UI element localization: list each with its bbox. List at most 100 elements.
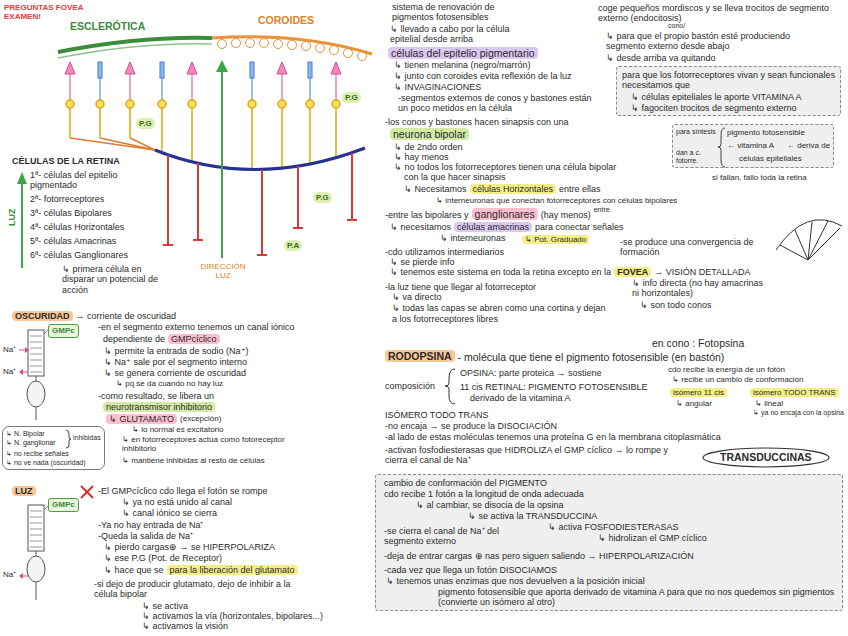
bipolar-cells [309,108,311,163]
note-text: ↳ mantiene inhibidas al resto de células [122,456,265,465]
note-text: → corriente de oscuridad [76,311,177,321]
choroid [246,39,255,48]
note-text: ↳ recibe un cambio de conformación [672,375,804,384]
sclera [58,44,212,58]
photoreceptor-dark [30,342,42,343]
photoreceptor-dark [25,347,29,353]
note-text: COROIDES [258,14,314,26]
box-text: ↳ no ve nada (oscuridad) [6,459,86,467]
ganglion-cells [163,244,173,246]
ganglion-cells [297,166,299,228]
note-text: células amacrinas [454,222,532,232]
note-text: OSCURIDAD [12,311,73,321]
cones [65,62,75,74]
note-text: Na⁺ [3,570,16,579]
note-text: neurotransmisor inhibitorio [103,402,215,412]
converging-lines [70,138,155,150]
note-text: ↳ se pierde info [390,257,455,267]
note-text: ↳ Pot. Graduado [522,235,589,244]
photoreceptor-dark [27,381,45,407]
note-text: LUZ [7,208,17,226]
bipolar-cells [278,100,286,108]
note-box: GMPc [48,324,79,338]
composition-brace [445,369,455,404]
box-text: ← deriva de [787,141,830,150]
convergence-fan [776,220,842,260]
photoreceptor-dark [36,376,37,381]
bipolar-cells [96,100,104,108]
converging-lines [100,138,155,150]
box-text: ↳ tenemos unas enzimas que nos devuelven… [386,576,645,586]
note-text: células del epitelio pigmentario [388,47,538,59]
box-text: ↳ células epiteliales le aporte VITAMINA… [631,92,801,102]
choroid [330,46,339,55]
rods [98,62,102,78]
choroid [316,44,325,53]
note-text: sistema de renovación de pigmentos fotos… [392,2,510,23]
converging-lines [70,138,155,150]
note-text: → VISIÓN DETALLADA [654,267,750,277]
note-text: -los conos y bastones hacen sinapsis con… [385,117,569,127]
bipolar-cells [126,100,134,108]
box-text: ↳ N. Bipolar [6,430,45,438]
choroid [218,40,227,49]
note-text: ↳ ese P.G (Pot. de Receptor) [104,553,222,563]
box-text: para que los fotorreceptores vivan y sea… [622,70,837,91]
photoreceptor-dark [30,354,42,355]
note-text: CÉLULAS DE LA RETINA [12,156,120,166]
cones [331,62,341,74]
photoreceptor-light [30,511,42,512]
rods [98,62,312,100]
note-text: OPSINA: parte proteica → sostiene [460,368,602,378]
note-text: ↳ interneuronas que conectan fotorrecept… [436,196,677,205]
converging-lines [130,138,155,150]
note-text: -en el segmento externo tenemos un canal… [98,322,295,332]
rods [252,78,253,100]
photoreceptor-light [27,556,45,582]
photoreceptor-dark [19,369,23,375]
box-text: ← vitamina A [727,141,774,150]
note-text: entre ellas [559,184,601,194]
note-text: -al lado de estas moléculas tenemos una … [385,432,721,442]
note-text: ↳ en fotorreceptores actúa como fotorece… [122,435,287,453]
photoreceptor-dark [30,360,42,361]
note-text: -no encaja → se produce la DISOCIACIÓN [385,421,557,431]
note-text: ↳ hay menos [394,152,449,162]
note-text: ↳ lo normal es excitatorio [132,425,223,434]
note-text: -entre las bipolares y [385,210,469,220]
box-text: pigmento fotosensible que aporta derivad… [438,587,838,608]
note-text: ↳ desde arriba va quitando [606,53,716,63]
note-text: ↳ primera célula en disparar un potencia… [62,264,174,295]
note-text: P.A [284,240,302,251]
photoreceptor-light [30,529,42,530]
note-text: ↳ se activa [142,601,188,611]
rods [308,62,312,78]
photoreceptor-dark [19,330,48,420]
photoreceptor-dark [23,372,28,373]
bracket [66,430,71,448]
note-text: 1ª- células del epitelio pigmentado [30,170,148,191]
note-text: Na⁺ [3,345,16,354]
note-text: derivado de la vitamina A [470,393,571,403]
sclera [58,38,212,58]
note-text: ↳ son todo conos [640,300,712,310]
note-text: ↳ lineal [755,399,783,408]
note-text: ↳ junto con coroides evita reflexión de … [394,71,572,81]
bracket [718,128,725,167]
box-text: ↳ no recibe señales [6,450,69,458]
choroid [358,52,367,61]
note-text: para conectar señales [535,222,624,232]
ganglion-cells [351,153,353,220]
note-text: ↳ para que el propio bastón esté produci… [606,31,801,52]
note-text: ↳ GLUTAMATO [106,414,177,424]
photoreceptor-light [28,505,44,551]
box-text: células epiteliales [739,154,802,163]
photoreceptor-light [81,486,93,498]
note-text: células Horizontales [470,184,557,194]
box-text: dan a c. fotorre. [676,149,716,165]
choroid [212,37,372,54]
note-box: TRANSDUCCINAS [702,447,830,468]
photoreceptor-light [30,517,42,518]
note-box: para síntesisdan a c. fotorre.pigmento f… [672,124,834,168]
note-text: 4ª- células Horizontales [30,222,124,232]
